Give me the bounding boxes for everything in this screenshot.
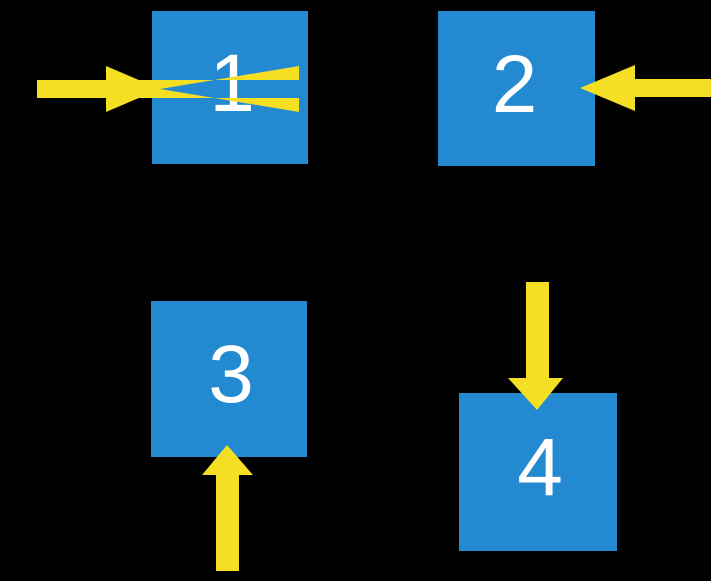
node-box-4[interactable]: 4 bbox=[459, 393, 617, 551]
arrow-down-into-node-4-shaft-icon bbox=[526, 282, 549, 380]
node-label-3: 3 bbox=[208, 329, 254, 420]
node-label-4: 4 bbox=[517, 422, 563, 513]
node-box-3[interactable]: 3 bbox=[151, 301, 307, 457]
node-label-2: 2 bbox=[491, 38, 538, 130]
node-box-2[interactable]: 2 bbox=[438, 11, 595, 166]
arrow-right-into-node-1-shaft-icon bbox=[37, 80, 108, 98]
arrow-up-into-node-3-shaft-icon bbox=[216, 473, 239, 571]
arrow-left-into-node-2-shaft-icon bbox=[633, 79, 711, 97]
node-box-1[interactable]: 1 bbox=[152, 11, 308, 164]
node-label-1: 1 bbox=[209, 37, 255, 129]
